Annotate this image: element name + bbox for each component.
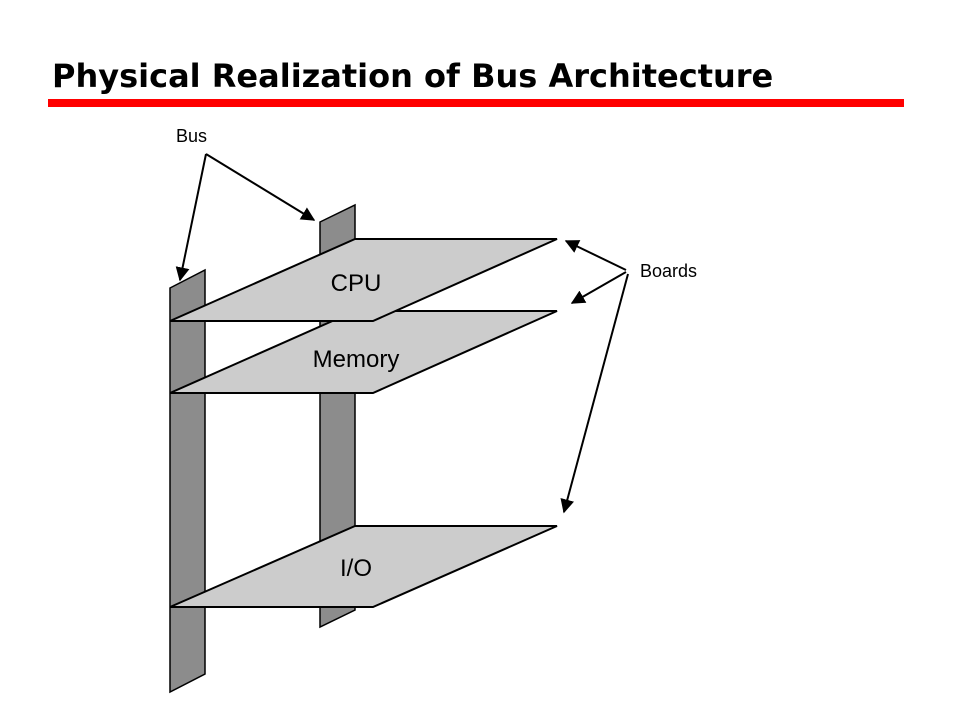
boards-callout-label: Boards (640, 261, 697, 281)
board-memory (169, 310, 558, 394)
boards-arrow-cpu (564, 240, 627, 271)
board-cpu (169, 238, 558, 322)
board-io (169, 525, 558, 608)
front-bus-rail (169, 268, 206, 694)
boards-arrow-memory (570, 271, 627, 304)
bus-arrow-front (175, 153, 207, 282)
board-label-cpu: CPU (331, 270, 382, 297)
bus-callout-label: Bus (176, 126, 207, 146)
board-label-io: I/O (340, 555, 372, 582)
bus-arrow-back (205, 153, 316, 221)
title-underline (48, 99, 904, 107)
boards-arrow-io (560, 273, 629, 514)
board-label-memory: Memory (313, 346, 400, 373)
slide-title: Physical Realization of Bus Architecture (52, 57, 774, 95)
